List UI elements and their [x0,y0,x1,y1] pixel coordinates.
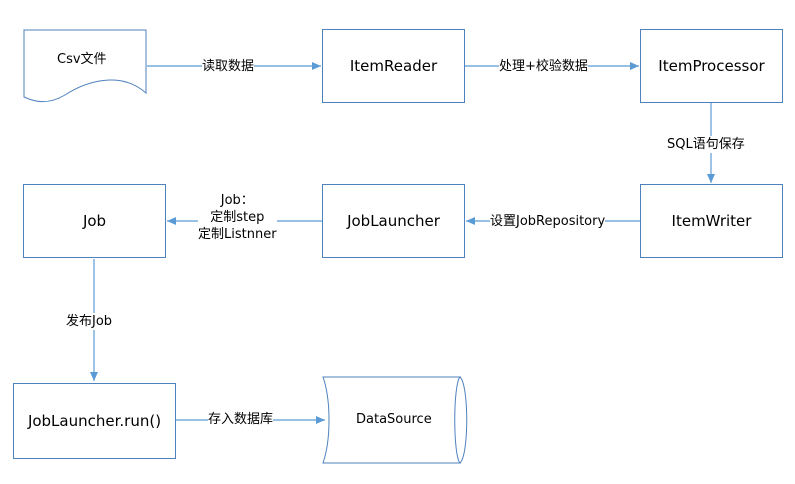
edge-label-sql-save: SQL语句保存 [667,136,745,153]
job-node: Job [23,184,166,258]
job-launcher-run-node: JobLauncher.run() [13,383,176,459]
item-writer-node: ItemWriter [640,184,783,258]
edge-label-set-repository: 设置JobRepository [490,213,606,230]
csv-file-node: Csv文件 [57,52,107,67]
item-reader-node: ItemReader [322,29,465,103]
edge-label-job-line2: 定制step [198,209,277,226]
item-processor-node: ItemProcessor [640,29,783,103]
job-launcher-node: JobLauncher [322,184,465,258]
edge-label-job-line3: 定制Listnner [198,227,277,242]
edge-label-job-config: Job： 定制step 定制Listnner [198,192,277,243]
edge-label-process-validate: 处理+校验数据 [499,58,588,75]
edge-label-read-data: 读取数据 [202,58,255,75]
edge-label-save-db: 存入数据库 [208,411,274,428]
edge-label-job-line1: Job： [220,193,254,208]
csv-document-shape [23,29,147,103]
datasource-node: DataSource [356,412,432,427]
datasource-cylinder-end [459,376,468,464]
edge-label-publish-job: 发布Job [66,313,113,330]
